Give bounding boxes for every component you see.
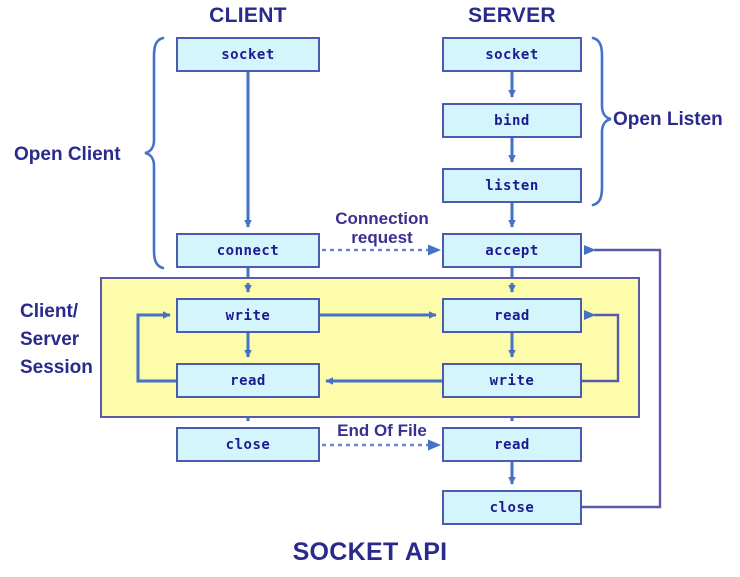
- figure-title: SOCKET API: [292, 538, 448, 566]
- session-label-line-3: Session: [20, 357, 93, 378]
- node-client-read-label: read: [230, 372, 266, 389]
- group-label-open-client: Open Client: [14, 144, 121, 165]
- node-client-close-label: close: [225, 436, 271, 453]
- node-server-close[interactable]: close: [442, 490, 582, 525]
- node-server-read-2-label: read: [494, 436, 530, 453]
- edge-server-close-loop-to-accept: [582, 248, 662, 509]
- node-server-socket[interactable]: socket: [442, 37, 582, 72]
- node-server-bind-label: bind: [494, 112, 530, 129]
- node-server-read[interactable]: read: [442, 298, 582, 333]
- overlay-arrowhead-server-read: [584, 310, 596, 320]
- node-client-write-label: write: [225, 307, 271, 324]
- node-client-socket-label: socket: [221, 46, 275, 63]
- overlay-client-read-loop: [136, 311, 176, 383]
- connection-request-line-2: request: [351, 228, 413, 247]
- arrowhead-end-of-file: [428, 439, 441, 451]
- server-column-title: SERVER: [468, 4, 556, 27]
- node-server-socket-label: socket: [485, 46, 539, 63]
- node-server-listen-label: listen: [485, 177, 539, 194]
- node-server-close-label: close: [489, 499, 535, 516]
- group-label-open-listen: Open Listen: [613, 109, 723, 130]
- session-label-line-1: Client/: [20, 301, 79, 322]
- node-client-socket[interactable]: socket: [176, 37, 320, 72]
- connection-request-line-1: Connection: [335, 209, 429, 228]
- edge-label-connection-request: Connection request: [320, 209, 444, 247]
- node-client-write[interactable]: write: [176, 298, 320, 333]
- overlay-server-write-loop: [582, 313, 620, 383]
- node-server-listen[interactable]: listen: [442, 168, 582, 203]
- edge-label-end-of-file: End Of File: [337, 421, 427, 440]
- brace-open-client: [144, 36, 165, 270]
- group-label-client-server-session: Client/ Server Session: [20, 298, 93, 382]
- node-client-connect-label: connect: [216, 242, 280, 259]
- node-server-read-2[interactable]: read: [442, 427, 582, 462]
- node-server-accept-label: accept: [485, 242, 539, 259]
- session-label-line-2: Server: [20, 329, 80, 350]
- node-server-write[interactable]: write: [442, 363, 582, 398]
- arrowhead-connection-request: [428, 244, 441, 256]
- node-server-bind[interactable]: bind: [442, 103, 582, 138]
- client-column-title: CLIENT: [209, 4, 287, 27]
- node-server-accept[interactable]: accept: [442, 233, 582, 268]
- node-client-close[interactable]: close: [176, 427, 320, 462]
- session-overlay-connectors: [136, 283, 620, 385]
- arrowhead-into-server-accept: [584, 245, 596, 255]
- node-server-write-label: write: [489, 372, 535, 389]
- node-server-read-label: read: [494, 307, 530, 324]
- brace-open-listen: [591, 36, 612, 207]
- node-client-read[interactable]: read: [176, 363, 320, 398]
- node-client-connect[interactable]: connect: [176, 233, 320, 268]
